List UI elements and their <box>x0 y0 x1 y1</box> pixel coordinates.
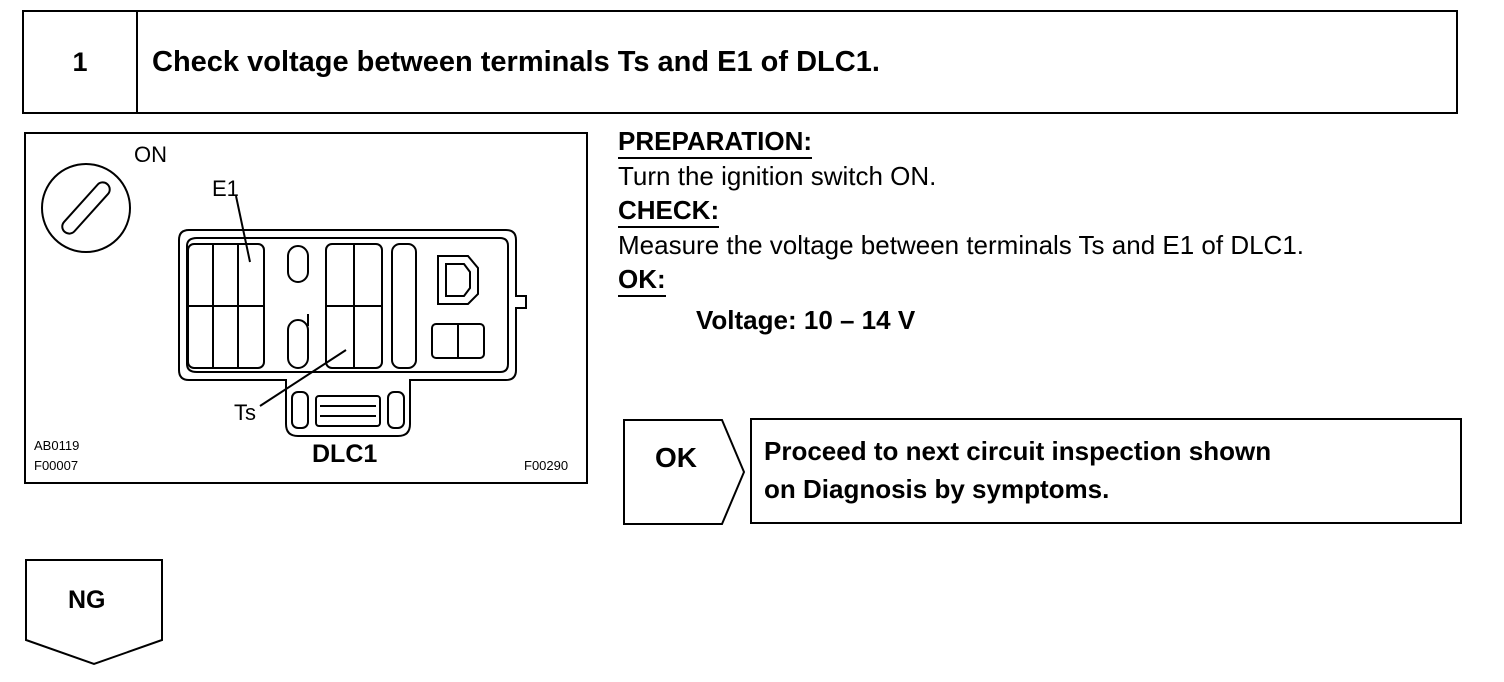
ng-label: NG <box>68 586 106 614</box>
ok-heading: OK: <box>618 264 666 297</box>
terminal-block-middle <box>325 243 383 369</box>
step-number: 1 <box>24 12 138 112</box>
ok-label: OK <box>655 442 697 473</box>
ok-arrow-icon <box>623 419 746 525</box>
ok-result-box: Proceed to next circuit inspection shown… <box>750 418 1462 524</box>
dlc1-connector-diagram <box>41 163 527 437</box>
connector-body <box>178 229 527 437</box>
figure-code-3: F00290 <box>524 458 569 473</box>
figure-code-1: AB0119 <box>34 438 80 453</box>
terminal-ts-label: Ts <box>234 400 256 425</box>
connector-clip <box>291 391 405 429</box>
switch-on-label: ON <box>134 142 167 167</box>
ignition-switch-icon <box>41 163 131 253</box>
terminal-block-left <box>187 243 265 369</box>
preparation-text: Turn the ignition switch ON. <box>618 161 937 191</box>
dlc1-figure: ON E1 Ts AB0119 F00007 DLC1 F00290 <box>24 132 588 484</box>
instructions: PREPARATION: Turn the ignition switch ON… <box>618 126 1478 336</box>
ok-result-line-2: on Diagnosis by symptoms. <box>764 474 1110 504</box>
figure-code-2: F00007 <box>34 458 79 473</box>
preparation-heading: PREPARATION: <box>618 126 813 159</box>
ok-result-line-1: Proceed to next circuit inspection shown <box>764 436 1272 466</box>
figure-caption: DLC1 <box>312 440 378 468</box>
check-text: Measure the voltage between terminals Ts… <box>618 230 1305 260</box>
step-title: Check voltage between terminals Ts and E… <box>152 45 880 78</box>
check-heading: CHECK: <box>618 195 720 228</box>
terminal-e1-label: E1 <box>212 176 239 201</box>
ng-arrow-icon <box>25 559 163 666</box>
step-header: 1 Check voltage between terminals Ts and… <box>22 10 1458 114</box>
ok-spec: Voltage: 10 – 14 V <box>696 305 916 335</box>
